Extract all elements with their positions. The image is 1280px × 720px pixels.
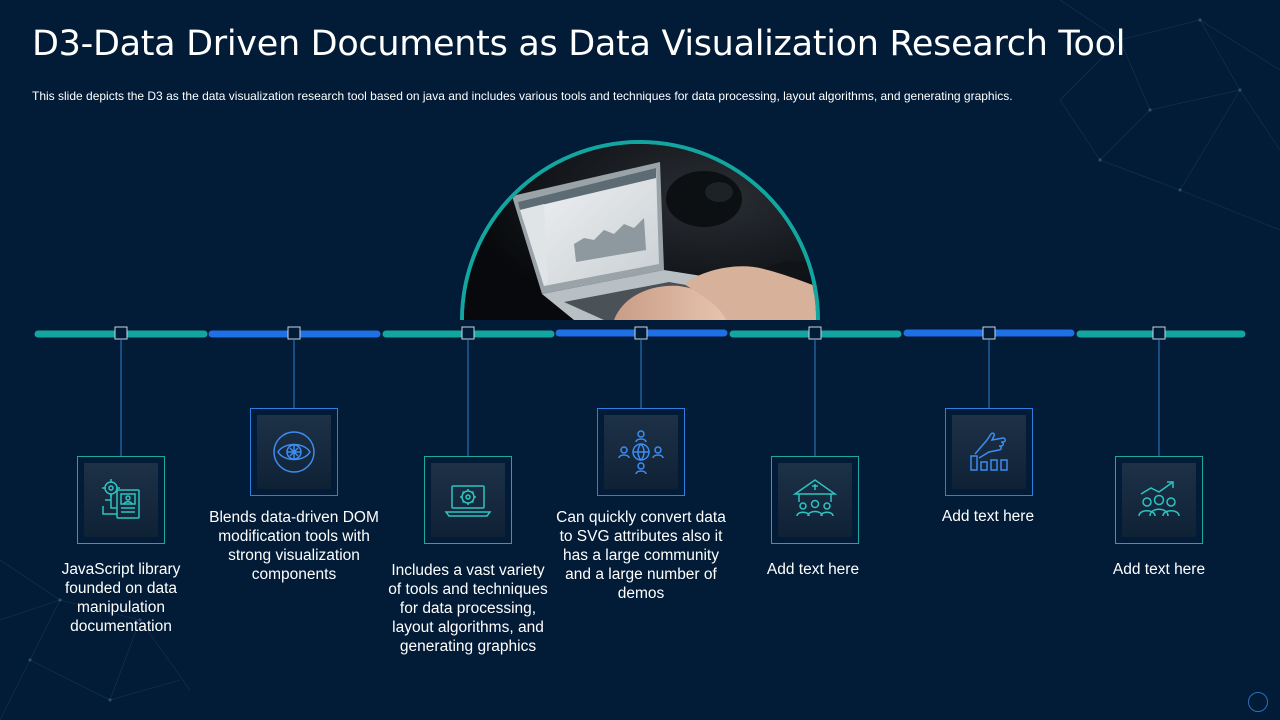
item-1-text: JavaScript library founded on data manip… (61, 561, 181, 635)
laptop-gear-icon (444, 485, 492, 517)
item-4-icon-box (597, 408, 685, 496)
item-5-icon-box (771, 456, 859, 544)
settings-document-icon (102, 479, 140, 519)
hand-bar-chart-icon (970, 432, 1008, 471)
item-7-text: Add text here (1112, 561, 1206, 578)
item-6-icon-box (945, 408, 1033, 496)
slide-title: D3-Data Driven Documents as Data Visuali… (32, 24, 1126, 64)
eye-network-icon (273, 431, 315, 473)
item-2-text: Blends data-driven DOM modification tool… (209, 509, 379, 583)
item-5-text: Add text here (766, 561, 860, 578)
item-7-icon-box (1115, 456, 1203, 544)
bank-people-icon (792, 479, 838, 517)
item-1-icon-box (77, 456, 165, 544)
item-4-text: Can quickly convert data to SVG attribut… (556, 509, 726, 602)
team-growth-icon (1138, 481, 1180, 517)
item-2-icon-box (250, 408, 338, 496)
slide-subtitle: This slide depicts the D3 as the data vi… (32, 89, 1013, 103)
logo-icon (1248, 692, 1268, 712)
globe-community-icon (618, 430, 664, 475)
item-6-text: Add text here (941, 508, 1035, 525)
item-3-text: Includes a vast variety of tools and tec… (388, 562, 548, 655)
item-3-icon-box (424, 456, 512, 544)
